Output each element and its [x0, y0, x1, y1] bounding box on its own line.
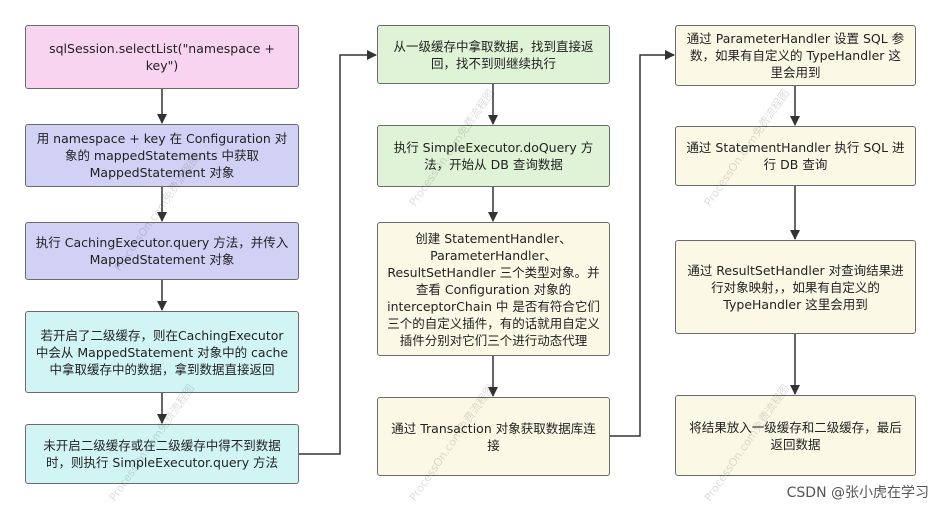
node-create-handlers-label: 创建 StatementHandler、ParameterHandler、Res… [387, 230, 600, 348]
node-get-connection[interactable]: 通过 Transaction 对象获取数据库连接 [377, 397, 610, 476]
node-first-level-cache[interactable]: 从一级缓存中拿取数据，找到直接返回，找不到则继续执行 [377, 25, 610, 84]
node-resultset-handler[interactable]: 通过 ResultSetHandler 对查询结果进行对象映射，，如果有自定义的… [675, 240, 916, 334]
node-get-mappedstatement-label: 用 namespace + key 在 Configuration 对象的 ma… [36, 131, 288, 180]
node-statement-handler-label: 通过 StatementHandler 执行 SQL 进行 DB 查询 [686, 140, 905, 172]
node-create-handlers[interactable]: 创建 StatementHandler、ParameterHandler、Res… [377, 222, 610, 356]
node-simple-executor-query[interactable]: 未开启二级缓存或在二级缓存中得不到数据时，则执行 SimpleExecutor.… [25, 424, 299, 484]
node-get-connection-label: 通过 Transaction 对象获取数据库连接 [391, 420, 596, 453]
node-statement-handler[interactable]: 通过 StatementHandler 执行 SQL 进行 DB 查询 [675, 126, 916, 186]
node-parameter-handler[interactable]: 通过 ParameterHandler 设置 SQL 参数，如果有自定义的 Ty… [675, 25, 916, 86]
node-caching-executor-query[interactable]: 执行 CachingExecutor.query 方法，并传入 MappedSt… [25, 222, 299, 280]
node-do-query[interactable]: 执行 SimpleExecutor.doQuery 方法，开始从 DB 查询数据 [377, 125, 610, 187]
node-selectlist[interactable]: sqlSession.selectList("namespace + key") [25, 25, 299, 89]
node-parameter-handler-label: 通过 ParameterHandler 设置 SQL 参数，如果有自定义的 Ty… [686, 31, 905, 80]
node-selectlist-label: sqlSession.selectList("namespace + key") [49, 41, 275, 73]
csdn-credit: CSDN @张小虎在学习 [786, 485, 929, 501]
node-second-level-cache-label: 若开启了二级缓存，则在CachingExecutor 中会从 MappedSta… [35, 327, 289, 377]
node-get-mappedstatement[interactable]: 用 namespace + key 在 Configuration 对象的 ma… [25, 124, 299, 187]
node-caching-executor-query-label: 执行 CachingExecutor.query 方法，并传入 MappedSt… [35, 235, 289, 267]
node-put-cache-return-label: 将结果放入一级缓存和二级缓存，最后返回数据 [689, 419, 902, 452]
node-first-level-cache-label: 从一级缓存中拿取数据，找到直接返回，找不到则继续执行 [393, 38, 594, 71]
edge-n5-n6 [299, 50, 377, 455]
node-resultset-handler-label: 通过 ResultSetHandler 对查询结果进行对象映射，，如果有自定义的… [687, 262, 904, 312]
node-second-level-cache[interactable]: 若开启了二级缓存，则在CachingExecutor 中会从 MappedSta… [25, 311, 299, 393]
node-do-query-label: 执行 SimpleExecutor.doQuery 方法，开始从 DB 查询数据 [393, 140, 594, 172]
node-simple-executor-query-label: 未开启二级缓存或在二级缓存中得不到数据时，则执行 SimpleExecutor.… [43, 438, 281, 470]
node-put-cache-return[interactable]: 将结果放入一级缓存和二级缓存，最后返回数据 [675, 395, 916, 476]
edge-n9-n10 [610, 50, 675, 437]
